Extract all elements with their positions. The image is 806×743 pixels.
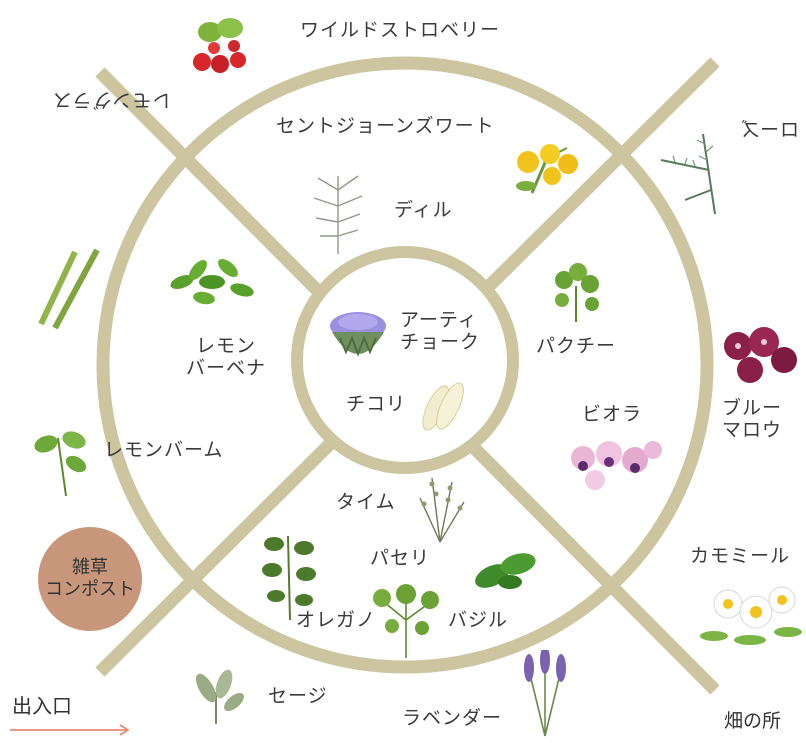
label-viola: ビオラ	[582, 403, 643, 425]
blue-mallow-image	[724, 327, 797, 383]
entrance-arrow-icon	[10, 724, 130, 736]
oregano-image	[262, 535, 316, 621]
basil-image	[475, 553, 536, 589]
label-chamomile: カモミール	[690, 545, 791, 567]
chicory-image	[422, 382, 464, 431]
weed-compost: 雑草 コンポスト	[38, 527, 142, 631]
label-oregano: オレガノ	[296, 609, 377, 631]
lemongrass-image	[38, 248, 100, 330]
dill-image	[313, 175, 363, 254]
label-blue-mallow-line1: ブルー	[722, 397, 783, 419]
label-dill: ディル	[394, 199, 453, 221]
label-rose: ローズ	[740, 119, 800, 141]
label-parsley: パセリ	[370, 547, 431, 569]
label-artichoke-line2: チョーク	[400, 330, 481, 353]
label-blue-mallow: ブルー マロウ	[722, 397, 783, 442]
lemon-verbena-image	[170, 259, 254, 305]
compost-line2: コンポスト	[45, 579, 135, 600]
label-lemongrass: レモングラス	[52, 88, 172, 111]
label-artichoke: アーティ チョーク	[400, 309, 481, 354]
chamomile-image	[700, 586, 802, 645]
inner-ring	[291, 246, 519, 474]
st-johns-wort-image	[516, 144, 578, 194]
artichoke-image	[330, 312, 386, 357]
wild-strawberry-image	[193, 18, 246, 73]
label-wild-strawberry: ワイルドストロベリー	[300, 19, 501, 41]
label-artichoke-line1: アーティ	[400, 309, 478, 331]
label-thyme: タイム	[336, 491, 396, 513]
label-lavender: ラベンダー	[402, 707, 503, 729]
label-lemon-verbena-line2: バーベナ	[186, 356, 267, 379]
label-sage: セージ	[268, 685, 328, 707]
label-lemon-verbena: レモン バーベナ	[186, 335, 267, 380]
parsley-image	[373, 584, 439, 658]
coriander-image	[555, 263, 599, 322]
viola-image	[571, 441, 662, 490]
label-st-johns-wort: セントジョーンズワート	[276, 115, 495, 137]
rosemary-image	[660, 133, 716, 215]
lemon-balm-image	[34, 431, 87, 497]
lavender-image	[524, 650, 566, 737]
outer-ring	[96, 56, 714, 674]
sage-image	[195, 669, 244, 724]
compost-line1: 雑草	[72, 557, 108, 579]
entrance-label: 出入口	[12, 694, 72, 718]
thyme-image	[419, 477, 465, 543]
site-label: 畑の所	[724, 710, 782, 732]
label-coriander: パクチー	[536, 335, 617, 357]
label-chicory: チコリ	[346, 393, 407, 415]
label-basil: バジル	[448, 609, 509, 631]
label-lemon-verbena-line1: レモン	[196, 335, 257, 357]
label-blue-mallow-line2: マロウ	[722, 418, 783, 441]
label-lemon-balm: レモンバーム	[104, 439, 224, 461]
